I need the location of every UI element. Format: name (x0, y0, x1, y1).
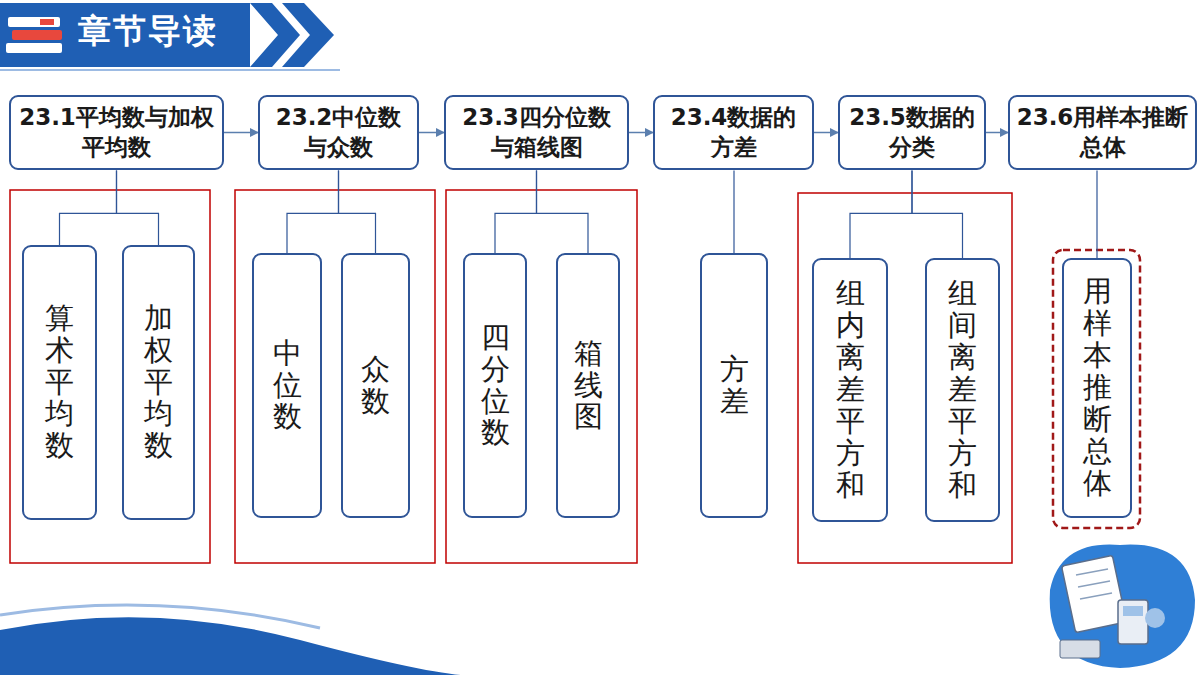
book-icon (6, 17, 62, 53)
wave (0, 617, 480, 675)
topic-label: 中位数 (273, 338, 302, 434)
section-title: 23.2中位数与众数 (260, 103, 417, 163)
group-frame (446, 190, 637, 563)
topic-label: 组内离差平方和 (836, 278, 865, 501)
topic-box: 方差 (700, 253, 768, 518)
tree-line (117, 170, 159, 245)
topic-box: 众数 (341, 253, 410, 518)
tree-line (733, 170, 734, 253)
topic-label: 组间离差平方和 (948, 278, 977, 501)
section-box: 23.2中位数与众数 (258, 95, 419, 171)
topic-box: 四分位数 (463, 253, 527, 518)
section-title: 23.3四分位数与箱线图 (446, 103, 627, 163)
topic-box: 算术平均数 (22, 245, 97, 520)
tree-line (912, 170, 963, 258)
topic-box: 中位数 (252, 253, 322, 518)
topic-box: 加权平均数 (122, 245, 195, 520)
topic-label: 方差 (720, 354, 749, 418)
tree-line (850, 170, 912, 258)
study-illustration (1050, 545, 1195, 668)
topic-label: 众数 (361, 354, 390, 418)
wave (0, 605, 320, 628)
tree-line (537, 170, 589, 253)
topic-label: 加权平均数 (144, 303, 173, 462)
tree-line (1096, 170, 1097, 258)
topic-box: 组间离差平方和 (925, 258, 1000, 522)
section-box: 23.6用样本推断总体 (1008, 95, 1197, 171)
section-title: 23.1平均数与加权平均数 (11, 103, 222, 163)
section-title: 23.6用样本推断总体 (1010, 103, 1195, 163)
group-frame (798, 193, 1012, 563)
tree-line (495, 170, 537, 253)
header-title: 章节导读 (78, 9, 218, 54)
header-band (0, 3, 250, 67)
topic-label: 用样本推断总体 (1083, 276, 1112, 499)
topic-box: 用样本推断总体 (1062, 258, 1132, 518)
header-rule (0, 69, 340, 71)
flow-arrow (224, 132, 258, 134)
section-box: 23.5数据的分类 (838, 95, 986, 171)
section-title: 23.4数据的方差 (655, 103, 812, 163)
section-box: 23.1平均数与加权平均数 (9, 95, 224, 171)
tree-line (60, 170, 117, 245)
flow-arrow (419, 132, 444, 134)
topic-box: 箱线图 (556, 253, 620, 518)
topic-label: 四分位数 (481, 322, 510, 450)
header-chevron (282, 3, 334, 67)
tree-line (339, 170, 376, 253)
tree-line (287, 170, 339, 253)
section-box: 23.4数据的方差 (653, 95, 814, 171)
topic-label: 算术平均数 (45, 303, 74, 462)
flow-arrow (986, 132, 1008, 134)
topic-label: 箱线图 (574, 338, 603, 434)
highlight-frame (1053, 250, 1140, 528)
group-frame (10, 190, 210, 563)
flow-arrow (814, 132, 838, 134)
section-box: 23.3四分位数与箱线图 (444, 95, 629, 171)
section-title: 23.5数据的分类 (840, 103, 984, 163)
flow-arrow (629, 132, 653, 134)
group-frame (235, 190, 435, 563)
topic-box: 组内离差平方和 (812, 258, 888, 522)
